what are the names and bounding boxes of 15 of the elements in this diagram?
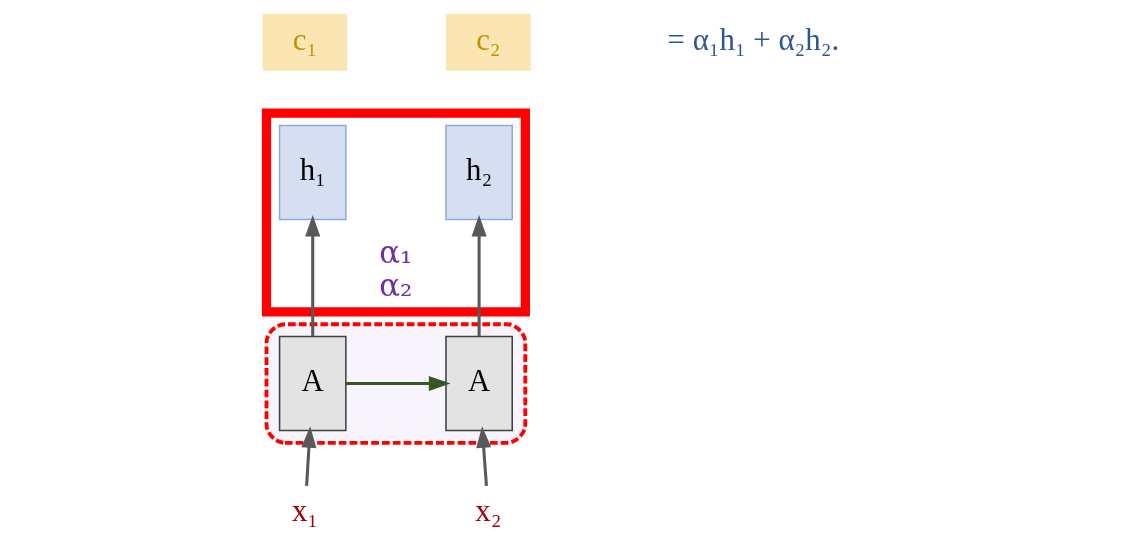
arrow [304, 214, 320, 337]
node-text: x₁ [291, 494, 318, 529]
cluster [264, 322, 527, 445]
arrow [345, 375, 450, 392]
node-box: c₂ [445, 13, 531, 71]
node-box: A [444, 335, 513, 432]
node-box: h₂ [444, 124, 513, 221]
node-box: h₁ [278, 124, 347, 221]
arrow [300, 426, 316, 486]
arrow [471, 214, 487, 337]
arrow [475, 426, 491, 486]
node-box: c₁ [262, 13, 347, 71]
node-text: x₂ [474, 494, 501, 529]
node-box: A [278, 335, 347, 432]
label: = α₁h₁ + α₂h₂. [667, 22, 839, 57]
